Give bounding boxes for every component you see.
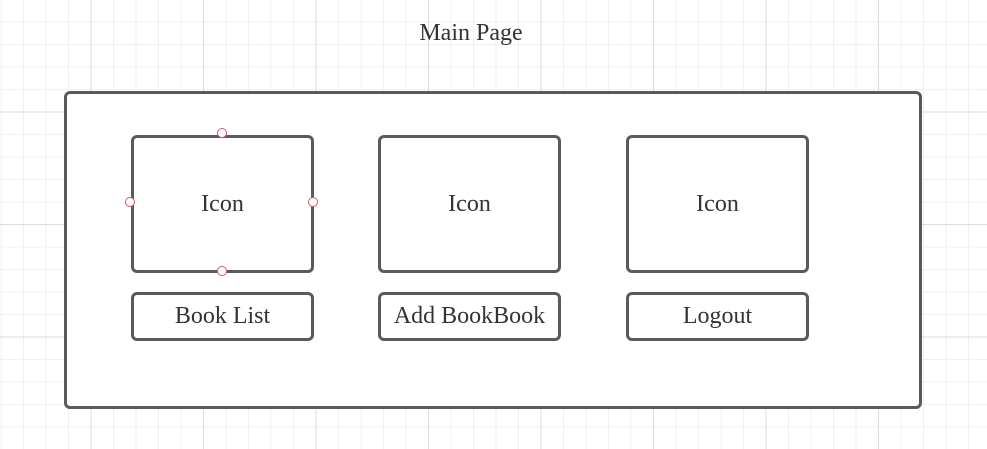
icon-box-logout[interactable]: Icon bbox=[626, 135, 809, 273]
book-list-label: Book List bbox=[174, 303, 271, 329]
icon-placeholder-text: Icon bbox=[201, 190, 244, 217]
logout-button[interactable]: Logout bbox=[626, 292, 809, 341]
selection-handle-left[interactable] bbox=[125, 197, 135, 207]
selection-handle-bottom[interactable] bbox=[217, 266, 227, 276]
book-list-button[interactable]: Book List bbox=[131, 292, 314, 341]
add-book-label: Add BookBook bbox=[393, 303, 546, 329]
logout-label: Logout bbox=[682, 303, 753, 329]
page-title: Main Page bbox=[419, 20, 523, 46]
selection-handle-top[interactable] bbox=[217, 128, 227, 138]
selection-handle-right[interactable] bbox=[308, 197, 318, 207]
add-book-button[interactable]: Add BookBook bbox=[378, 292, 561, 341]
icon-placeholder-text: Icon bbox=[696, 190, 739, 217]
icon-placeholder-text: Icon bbox=[448, 190, 491, 217]
icon-box-add-book[interactable]: Icon bbox=[378, 135, 561, 273]
icon-box-book-list[interactable]: Icon bbox=[131, 135, 314, 273]
